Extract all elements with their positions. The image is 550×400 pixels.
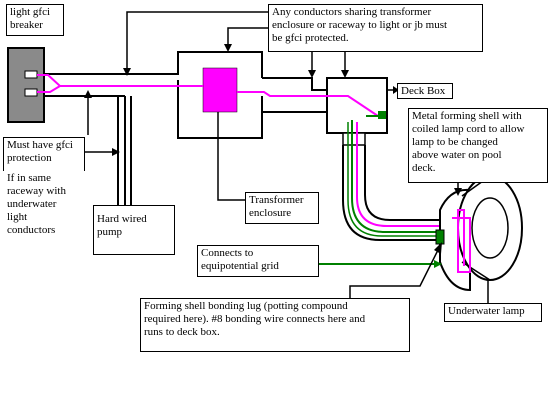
gfci-protection-label: Must have gfci protection: [3, 137, 85, 171]
breaker-terminal-bottom: [24, 88, 38, 97]
bonding-terminal: [378, 111, 386, 119]
same-raceway-label: If in same raceway with underwater light…: [7, 172, 66, 236]
breaker-label: light gfci breaker: [6, 4, 64, 36]
arrowhead-1: [84, 90, 92, 98]
arrowhead-7: [393, 86, 399, 94]
arrowhead-3: [123, 68, 131, 76]
arrowhead-2: [112, 148, 120, 156]
arrowhead-5: [308, 70, 316, 78]
transformer-enclosure-outline: [177, 96, 263, 139]
arrowhead-10: [434, 242, 442, 254]
conduit-outer: [342, 145, 440, 241]
lamp-cord-magenta: [356, 122, 445, 227]
conductors-leader-2: [227, 27, 268, 48]
coiled-lamp-cord: [452, 209, 471, 273]
raceway-top: [44, 51, 263, 78]
bonding-lug-box: [435, 229, 445, 245]
equipotential-label: Connects to equipotential grid: [197, 245, 319, 277]
conductors-sharing-label: Any conductors sharing transformer enclo…: [268, 4, 483, 52]
arrowhead-8: [454, 188, 462, 196]
conductors-leader-1: [126, 11, 268, 72]
bonding-lug-label: Forming shell bonding lug (potting compo…: [140, 298, 410, 352]
underwater-lamp-label: Underwater lamp: [444, 303, 542, 322]
lamp-cord-green-2: [347, 122, 440, 237]
hard-wired-pump-box: Hard wired pump: [93, 205, 175, 255]
lamp-cord-green: [351, 120, 440, 233]
arrowhead-4: [224, 44, 232, 52]
metal-forming-shell-label: Metal forming shell with coiled lamp cor…: [408, 108, 548, 183]
arrowhead-6: [341, 70, 349, 78]
transformer: [202, 67, 238, 113]
pump-cable: [117, 96, 132, 205]
lamp-lens-inner: [471, 197, 509, 259]
arrowhead-9: [434, 260, 442, 268]
raceway-bottom: [44, 80, 179, 97]
transformer-leader: [217, 112, 246, 201]
breaker-terminal-top: [24, 70, 38, 79]
deck-box-label: Deck Box: [397, 83, 453, 99]
hot-wire-secondary: [237, 91, 379, 117]
bonding-lug-leader: [349, 245, 441, 298]
conductors-leader-3: [311, 52, 346, 74]
breaker-panel: [7, 47, 45, 123]
hot-wire-primary: [37, 74, 203, 93]
conduit-fitting: [342, 132, 366, 146]
transformer-enclosure-label: Transformer enclosure: [245, 192, 319, 224]
